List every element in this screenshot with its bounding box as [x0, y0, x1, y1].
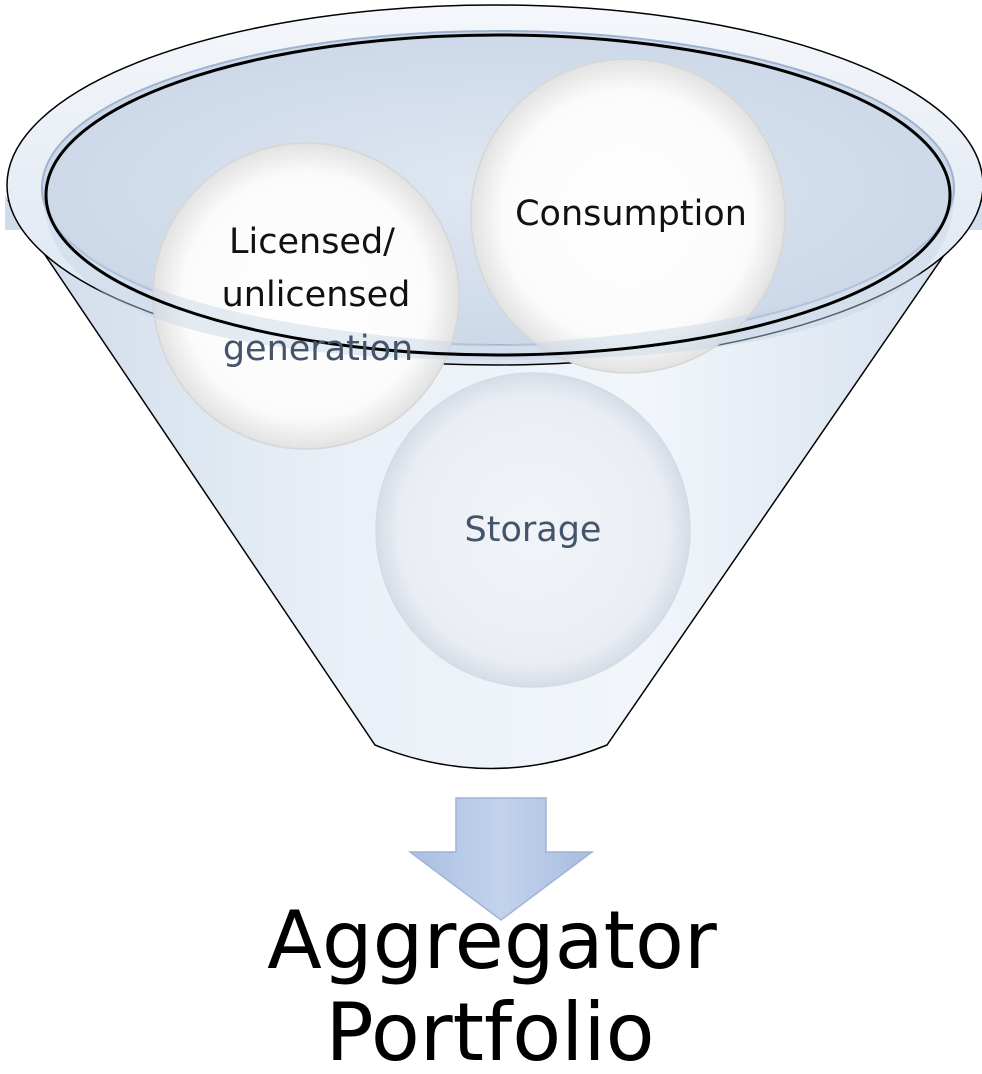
funnel-rim-inner: [44, 33, 952, 357]
down-arrow-icon: [407, 797, 595, 921]
label-generation-line-3: generation: [223, 329, 413, 369]
circle-storage: [375, 372, 691, 688]
output-line-2: Portfolio: [325, 986, 654, 1074]
label-storage: Storage: [465, 510, 602, 550]
label-generation-line-2: unlicensed: [222, 275, 411, 315]
output-line-1: Aggregator: [267, 894, 717, 987]
label-consumption: Consumption: [515, 194, 747, 234]
circle-generation: [152, 142, 460, 450]
circle-consumption: [470, 58, 786, 374]
label-generation: Licensed/ unlicensed generation: [222, 222, 414, 369]
label-generation-line-1: Licensed/: [229, 222, 395, 262]
